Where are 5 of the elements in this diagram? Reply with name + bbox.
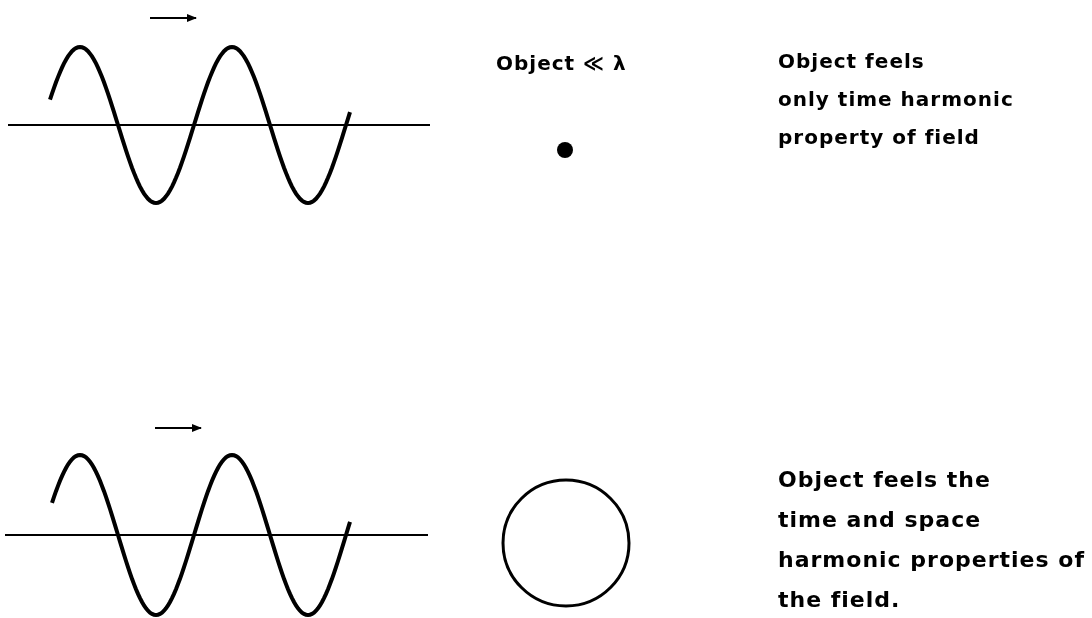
large-object-circle <box>501 478 631 608</box>
description-text: Object feels only time harmonic property of field <box>778 48 1015 151</box>
ratio-label: Object ≪ λ <box>496 50 628 77</box>
description-text: Object feels the time and space harmonic properties of the field. <box>778 466 1086 614</box>
small-object-dot <box>557 142 573 158</box>
